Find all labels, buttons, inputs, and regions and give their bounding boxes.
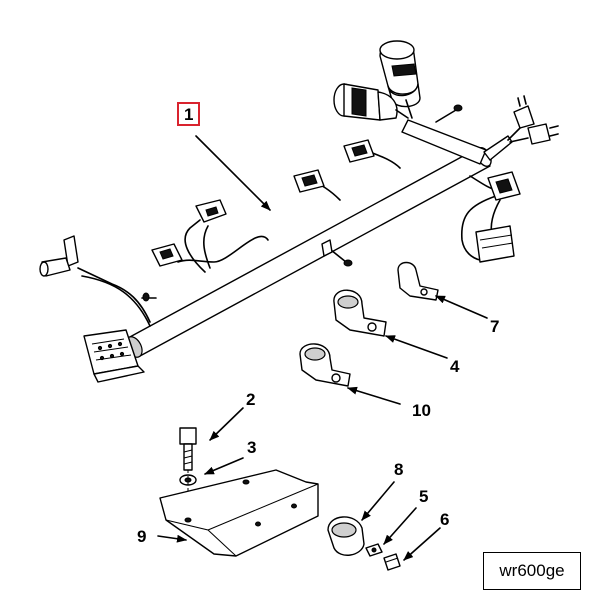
plug-connector-d <box>343 139 375 163</box>
callout-6: 6 <box>440 510 450 529</box>
callout-3: 3 <box>247 438 257 457</box>
pin-connector-a <box>513 95 535 129</box>
relay-block <box>475 225 515 263</box>
plug-connector-a <box>195 199 227 223</box>
pin-connector-b <box>527 123 559 145</box>
clamp-part-10 <box>299 343 351 387</box>
elbow-fitting <box>39 235 79 277</box>
clamp-part-8 <box>327 516 365 556</box>
plug-connector-c <box>293 169 325 193</box>
figure-id-box: wr600ge <box>483 552 581 590</box>
callout-2: 2 <box>246 390 256 409</box>
nut-part-5 <box>365 543 383 557</box>
plug-connector-e <box>487 171 521 201</box>
callout-7: 7 <box>490 317 500 336</box>
callout-4: 4 <box>450 357 460 376</box>
round-connector-upper <box>379 40 421 119</box>
callout-8: 8 <box>394 460 404 479</box>
round-connector-lower <box>333 83 409 121</box>
callout-10: 10 <box>412 401 431 420</box>
clamp-part-4 <box>333 289 387 337</box>
wiring-harness <box>39 40 559 383</box>
clip-part-7 <box>397 261 439 301</box>
multi-pin-end-connector <box>83 329 145 383</box>
callout-1: 1 <box>177 102 201 126</box>
callout-9: 9 <box>137 527 147 546</box>
screw-part-6 <box>383 553 401 571</box>
bolt-part-2 <box>179 427 197 471</box>
callout-5: 5 <box>419 487 429 506</box>
leader-lines <box>157 135 488 561</box>
plug-connector-b <box>151 243 183 267</box>
bracket-part-9 <box>159 469 319 557</box>
